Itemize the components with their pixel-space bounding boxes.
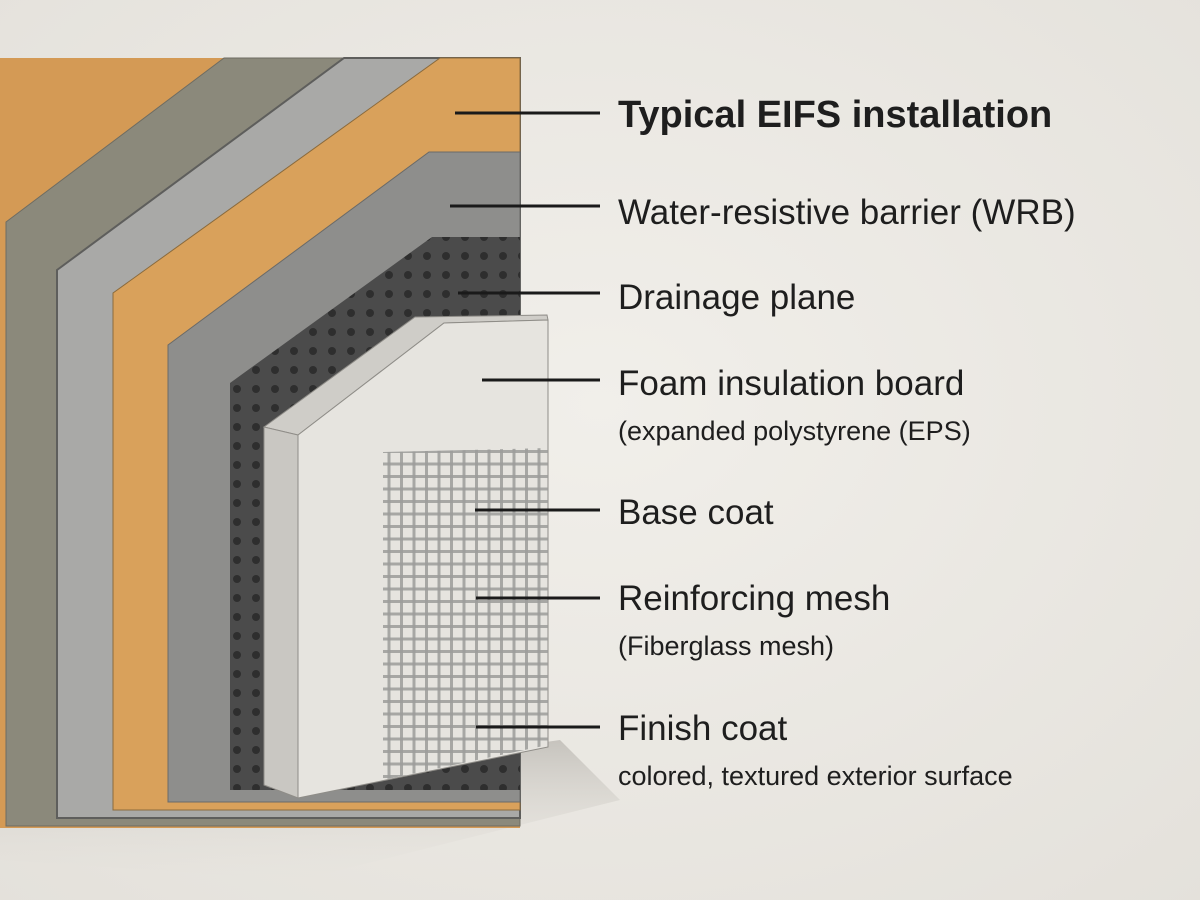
eps-board-side bbox=[263, 426, 299, 799]
sublabel-reinforcing-mesh: (Fiberglass mesh) bbox=[618, 631, 834, 661]
label-base-coat: Base coat bbox=[618, 493, 774, 532]
label-wrb: Water-resistive barrier (WRB) bbox=[618, 193, 1076, 232]
label-drainage-plane: Drainage plane bbox=[618, 278, 855, 317]
label-reinforcing-mesh: Reinforcing mesh bbox=[618, 579, 890, 618]
label-foam-board: Foam insulation board bbox=[618, 364, 964, 403]
diagram-title: Typical EIFS installation bbox=[618, 94, 1052, 136]
sublabel-foam-board: (expanded polystyrene (EPS) bbox=[618, 416, 971, 446]
sublabel-finish-coat: colored, textured exterior surface bbox=[618, 761, 1013, 791]
label-finish-coat: Finish coat bbox=[618, 709, 788, 748]
reinforcing-mesh bbox=[383, 448, 548, 780]
